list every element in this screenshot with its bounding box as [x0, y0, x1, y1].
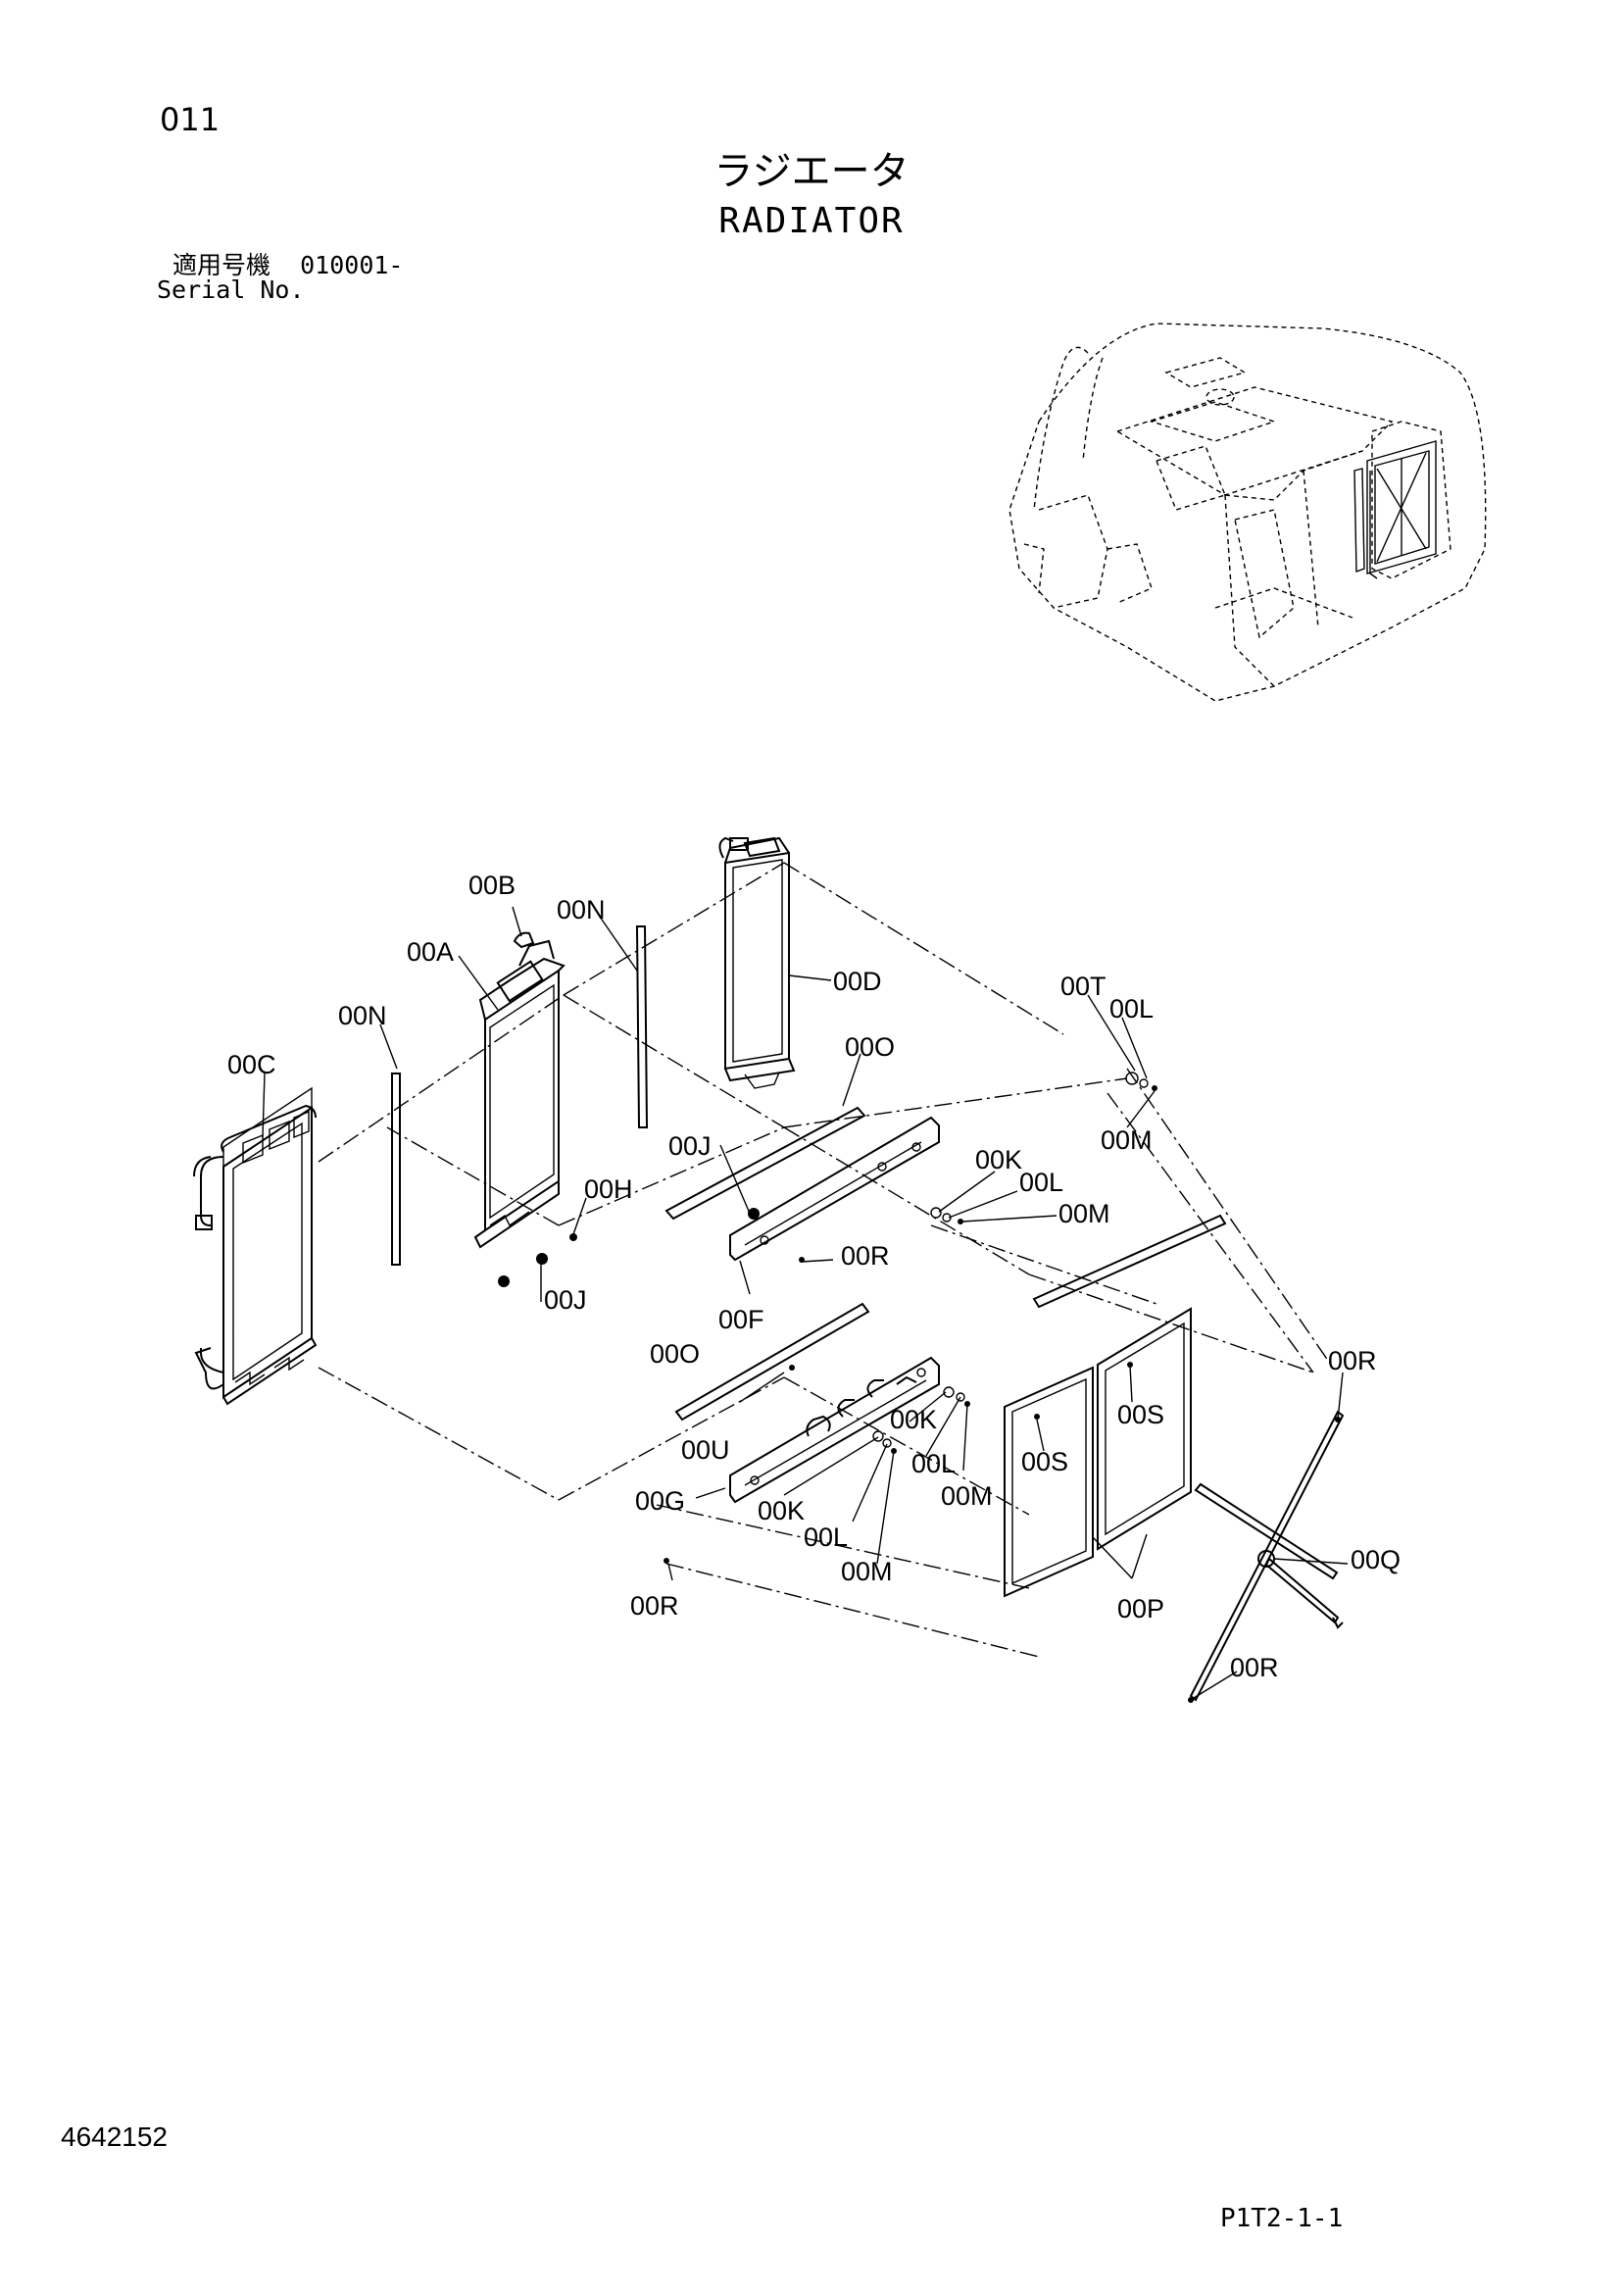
callout-00u: 00U	[681, 1435, 730, 1465]
callout-00d: 00D	[833, 967, 882, 996]
callout-00r-bottom: 00R	[1230, 1653, 1279, 1682]
callout-00r-right: 00R	[1328, 1346, 1377, 1375]
callout-00n-upper: 00N	[557, 895, 606, 924]
callout-00j-lower: 00J	[544, 1285, 587, 1315]
callout-leader-lines	[262, 906, 1349, 1699]
part-brace-00q	[1189, 1410, 1345, 1702]
part-fasteners	[498, 1072, 1341, 1703]
serial-value: 010001-	[300, 251, 404, 279]
callout-00s-upper: 00S	[1117, 1400, 1164, 1429]
callout-00c: 00C	[227, 1050, 276, 1079]
part-oil-cooler-00a	[473, 939, 566, 1249]
callout-00l-lower-right: 00L	[911, 1449, 956, 1478]
callout-00m-lower-right: 00M	[941, 1481, 993, 1511]
callout-00l-lower: 00L	[804, 1522, 848, 1552]
callout-00k-upper: 00K	[975, 1145, 1022, 1174]
callout-00h: 00H	[584, 1174, 633, 1204]
callout-labels: 00B 00N 00A 00D 00N 00T 00L 00C 00O 00M …	[227, 871, 1401, 1682]
document-number: 4642152	[61, 2121, 169, 2152]
callout-00l-top: 00L	[1109, 994, 1154, 1023]
part-radiator-core-00c	[193, 1086, 318, 1406]
callout-00s-lower: 00S	[1021, 1447, 1068, 1476]
callout-00r-center: 00R	[841, 1241, 890, 1271]
part-screen-frame-00p	[1004, 1307, 1192, 1598]
callout-00p: 00P	[1117, 1594, 1164, 1623]
callout-00b: 00B	[468, 871, 516, 900]
callout-00t: 00T	[1060, 972, 1107, 1001]
callout-00m-upper: 00M	[1058, 1199, 1110, 1228]
callout-00n-lower: 00N	[338, 1001, 387, 1030]
part-intercooler-00d	[718, 836, 796, 1089]
page-number: 011	[160, 101, 221, 138]
callout-00r-left: 00R	[630, 1591, 679, 1621]
serial-label-english: Serial No.	[157, 275, 305, 304]
title-english: RADIATOR	[718, 201, 905, 241]
callout-00l-upper: 00L	[1019, 1168, 1063, 1197]
callout-00m-top: 00M	[1101, 1125, 1153, 1155]
callout-00o-upper: 00O	[845, 1032, 895, 1062]
callout-00k-lower: 00K	[758, 1496, 805, 1525]
part-seal-strip-00n	[391, 925, 649, 1266]
title-japanese: ラジエータ	[713, 149, 910, 194]
callout-00f: 00F	[718, 1305, 764, 1334]
serial-line-japanese: 適用号機 010001-	[172, 253, 403, 277]
callout-00a: 00A	[407, 937, 454, 967]
page-reference: P1T2-1-1	[1220, 2204, 1344, 2233]
callout-00q: 00Q	[1351, 1545, 1401, 1574]
part-cap-00b	[513, 931, 535, 949]
callout-00o-lower: 00O	[650, 1339, 700, 1369]
serial-label-japanese: 適用号機	[172, 251, 271, 279]
machine-overview-illustration	[1008, 323, 1487, 702]
callout-00g: 00G	[635, 1486, 685, 1516]
part-bracket-00f	[729, 1116, 940, 1262]
part-rubber-strip-00o	[664, 1106, 1227, 1422]
callout-00j-upper: 00J	[668, 1131, 712, 1161]
callout-00m-lower: 00M	[841, 1557, 893, 1586]
part-bracket-00g	[729, 1356, 940, 1504]
callout-00k-lower-right: 00K	[890, 1405, 937, 1434]
